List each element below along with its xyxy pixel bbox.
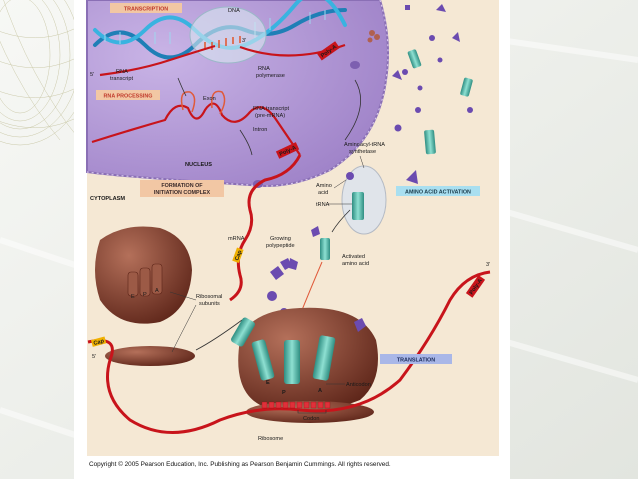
codon-label: Codon (303, 416, 319, 422)
translating-mrna (87, 270, 491, 434)
growing-label-1: Growing (270, 236, 291, 242)
translating-ribosome (238, 307, 378, 412)
free-trnas (407, 49, 473, 155)
rna-polymerase-label-2: polymerase (256, 73, 285, 79)
cytoplasm-granules (367, 30, 380, 43)
transcription-label: TRANSCRIPTION (124, 7, 168, 13)
free-amino-acids (392, 4, 473, 184)
synthetase-trna (352, 192, 364, 220)
svg-text:E: E (266, 380, 270, 386)
dna-rungs (104, 10, 326, 44)
site-a-free: A (155, 288, 159, 294)
nucleus (86, 0, 389, 187)
rna-transcript (99, 44, 216, 77)
rna-processing-label: RNA PROCESSING (104, 94, 153, 100)
codon-bracket (297, 410, 327, 414)
amino-acid-activation-box (396, 186, 480, 196)
exon-label: Exon (203, 96, 216, 102)
ribosomal-subunits-label-2: subunits (199, 301, 220, 307)
nucleus-label: NUCLEUS (185, 162, 212, 168)
amino-acid-label-1: Amino (316, 183, 332, 189)
aminoacyl-label-2: synthetase (349, 149, 376, 155)
rna-polymerase (189, 6, 267, 64)
translation-box (380, 354, 452, 364)
rna-transcript-label-1: RNA (116, 69, 128, 75)
cap-tag-mid: Cap (232, 247, 244, 264)
formation-label-2: INITIATION COMPLEX (154, 190, 211, 196)
activated-label-2: amino acid (342, 261, 369, 267)
process-arrows (177, 77, 361, 156)
rna-processing-box (96, 90, 160, 100)
synthetase-amino-acid (346, 172, 354, 180)
cap-tag-left: Cap (90, 336, 107, 347)
svg-text:P: P (282, 390, 286, 396)
dna-label: DNA (228, 8, 240, 14)
ribosome-trnas (231, 317, 336, 384)
mrna-label: mRNA (228, 236, 245, 242)
activated-label-1: Activated (342, 254, 365, 260)
rna-transcript-label-2: transcript (110, 76, 133, 82)
pre-mrna (91, 102, 301, 156)
svg-text:Cap: Cap (93, 338, 105, 347)
amino-acid-label-2: acid (318, 190, 328, 196)
rna-polymerase-label-1: RNA (258, 66, 270, 72)
mrna-export (229, 154, 302, 302)
five-prime-left: 5' (92, 354, 96, 360)
site-letters: E P A (266, 380, 322, 396)
translation-label: TRANSLATION (397, 358, 435, 364)
pre-mrna-label-1: RNA transcript (253, 106, 290, 112)
activated-amino-acid (311, 226, 320, 237)
ribosomal-subunits-label-1: Ribosomal (196, 294, 222, 300)
site-e-free: E (131, 294, 135, 300)
growing-label-2: polypeptide (266, 243, 295, 249)
ribosomal-subunits-leaders (169, 291, 197, 353)
intron-loops (180, 90, 226, 115)
trna-label: tRNA (316, 202, 330, 208)
amino-acid-activation-label: AMINO ACID ACTIVATION (405, 190, 471, 196)
copyright-line: Copyright © 2005 Pearson Education, Inc.… (89, 460, 391, 468)
five-prime-top: 5' (90, 72, 94, 78)
small-ribosomal-subunit (105, 346, 195, 366)
intron-label: Intron (253, 127, 267, 133)
three-prime-right: 3' (486, 262, 490, 268)
activation-arrow (331, 209, 351, 233)
svg-text:A: A (318, 388, 322, 394)
cytoplasm-label: CYTOPLASM (90, 196, 125, 202)
incoming-amino-acid (354, 318, 366, 332)
formation-label-1: FORMATION OF (161, 183, 203, 189)
codon-bases (261, 401, 331, 409)
ribosome-label: Ribosome (258, 436, 283, 442)
assembly-arrow (195, 319, 243, 351)
transcription-box (110, 3, 182, 13)
activated-trna (320, 238, 330, 260)
site-p-free: P (143, 292, 147, 298)
svg-text:Cap: Cap (234, 249, 243, 262)
three-prime-top: 3' (242, 38, 246, 44)
synthetase-leaders (328, 155, 365, 205)
formation-box (140, 180, 224, 197)
pre-mrna-label-2: (pre-mRNA) (255, 113, 285, 119)
anticodon-label: Anticodon (346, 382, 371, 388)
aminoacyl-label-1: Aminoacyl-tRNA (344, 142, 385, 148)
ribosome-site-pockets (127, 263, 163, 297)
